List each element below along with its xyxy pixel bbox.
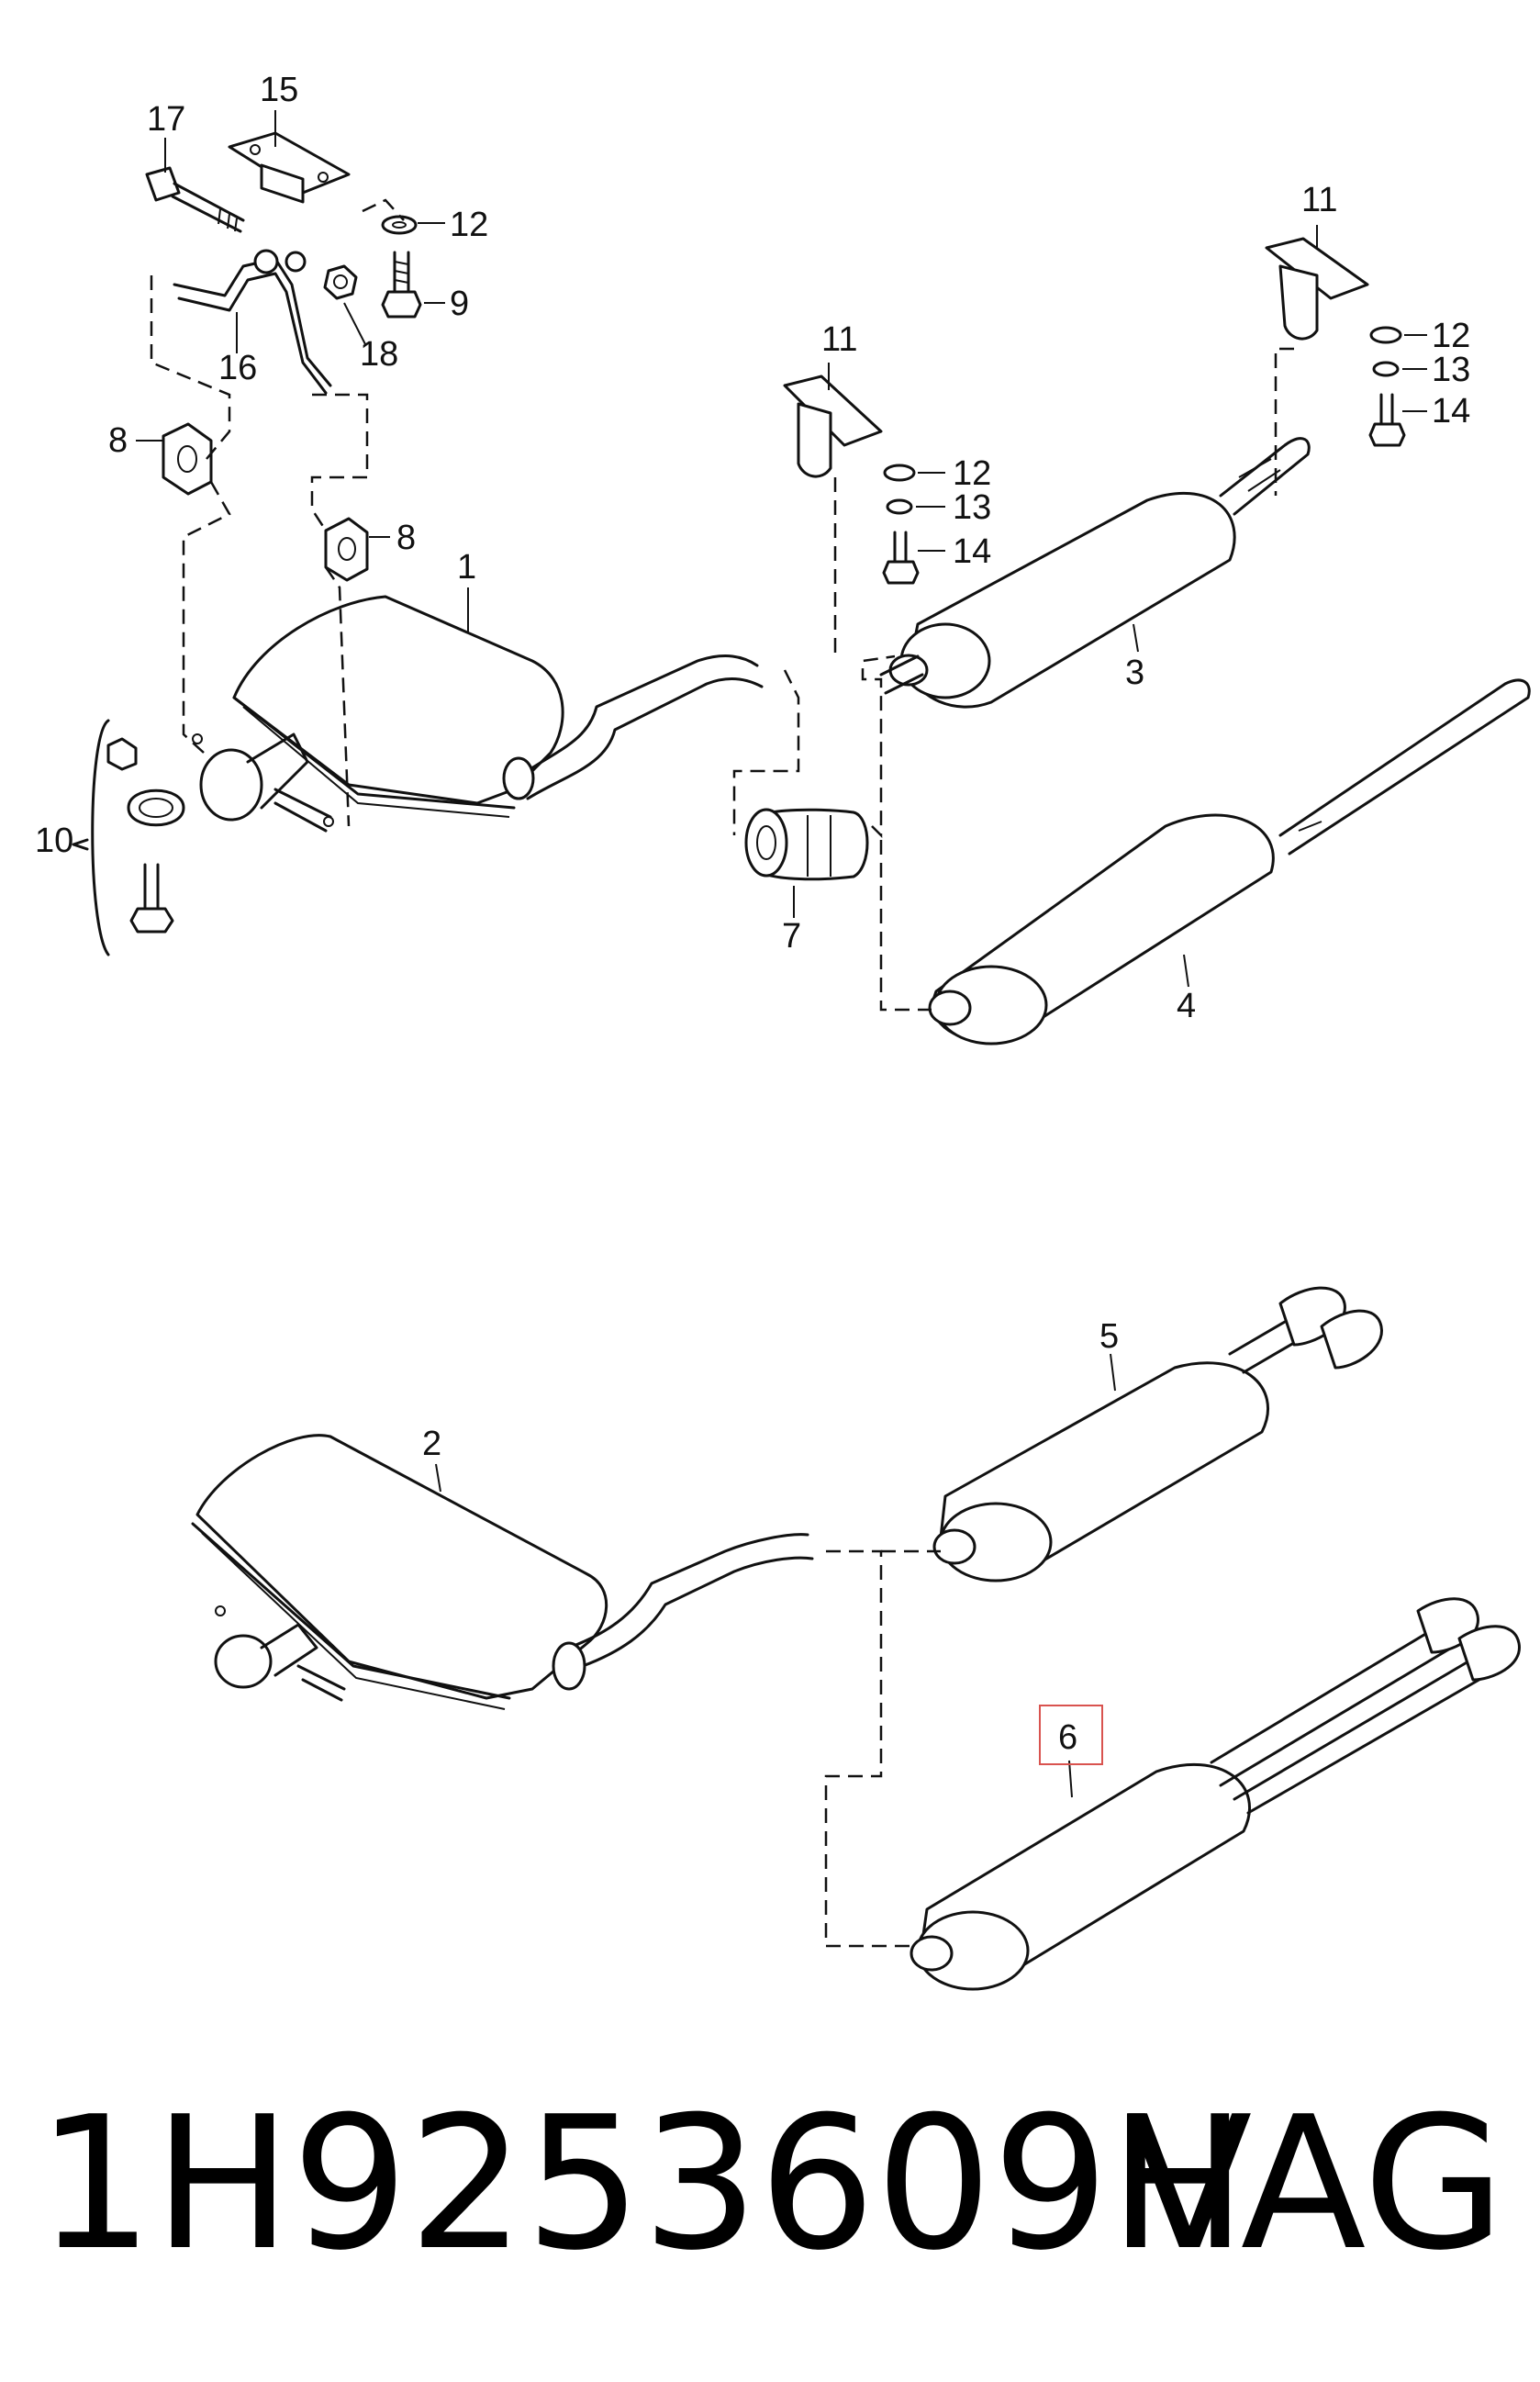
callout-6: 6 [1058, 1718, 1077, 1757]
nut-18 [323, 264, 358, 300]
callout-5: 5 [1099, 1317, 1119, 1356]
callout-17: 17 [147, 100, 185, 139]
callout-12: 12 [1432, 317, 1470, 355]
callout-14: 14 [953, 532, 991, 571]
callout-13: 13 [1432, 351, 1470, 389]
rubber-mount-8-left [162, 422, 213, 496]
callout-11: 11 [821, 320, 857, 359]
sleeve-7 [744, 808, 869, 881]
rear-muffler-6 [909, 1597, 1521, 1991]
exhaust-system-diagram: 15 17 12 9 16 18 8 8 1 10 7 11 12 13 14 … [35, 71, 1531, 1991]
callout-14: 14 [1432, 392, 1470, 431]
rear-muffler-5 [932, 1286, 1383, 1582]
callout-11: 11 [1301, 181, 1337, 219]
hanger-16 [173, 249, 332, 395]
clamp-assembly-10 [72, 719, 185, 956]
leader-lines [136, 110, 1427, 1798]
bracket-11-right [1265, 237, 1369, 341]
callout-4: 4 [1177, 987, 1196, 1025]
callout-15: 15 [260, 71, 298, 109]
callout-1: 1 [457, 548, 476, 587]
callout-labels: 15 17 12 9 16 18 8 8 1 10 7 11 12 13 14 … [35, 71, 1470, 1765]
rubber-mount-8-center [324, 517, 369, 582]
callout-16: 16 [218, 349, 257, 387]
part-number: 1H9253609H [37, 2077, 1247, 2291]
front-muffler-2 [191, 1434, 814, 1710]
bracket-15 [228, 131, 351, 204]
callout-13: 13 [953, 488, 991, 527]
fasteners-12-13-14-center [882, 464, 920, 585]
callout-8: 8 [396, 519, 416, 557]
assembly-lines [150, 198, 1294, 1948]
bracket-11-center [783, 375, 883, 478]
front-muffler-1 [192, 595, 764, 833]
part-footer: 1H9253609H VAG [37, 2047, 1505, 2350]
callout-6-highlight [1039, 1705, 1103, 1765]
bolt-9 [381, 251, 422, 319]
callout-7: 7 [782, 917, 801, 956]
callout-12: 12 [953, 454, 991, 493]
bolt-17 [145, 166, 245, 233]
rear-muffler-3 [879, 437, 1311, 709]
callout-18: 18 [360, 335, 398, 374]
rear-muffler-4 [928, 678, 1531, 1046]
callout-10: 10 [35, 822, 73, 860]
washer-12-top [381, 215, 418, 235]
callout-3: 3 [1125, 654, 1144, 692]
callout-12: 12 [450, 206, 488, 244]
fasteners-12-13-14-right [1368, 326, 1406, 447]
brand-name: VAG [1126, 2077, 1505, 2291]
callout-2: 2 [422, 1425, 441, 1463]
callout-8: 8 [108, 421, 128, 460]
callout-9: 9 [450, 285, 469, 323]
